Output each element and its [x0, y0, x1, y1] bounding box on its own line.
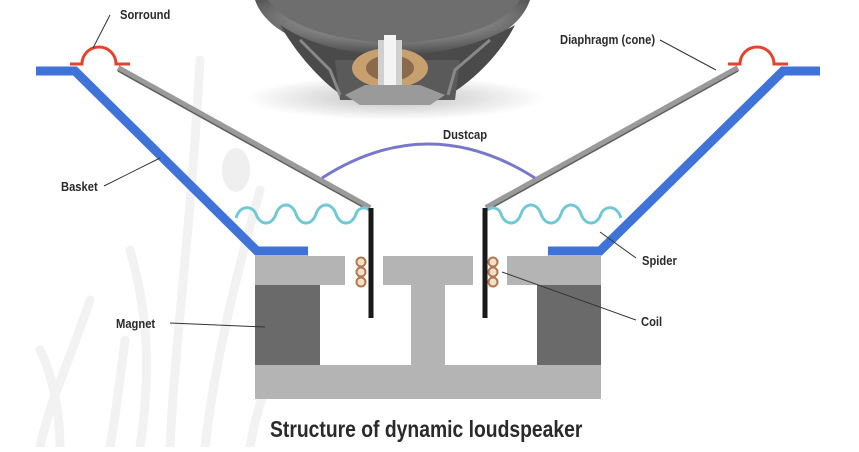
top-plate-left [255, 256, 345, 285]
spider [234, 203, 623, 225]
leader-lines [92, 14, 717, 328]
basket-label: Basket [61, 179, 98, 194]
dustcap [321, 142, 536, 180]
magnet-left [255, 285, 320, 365]
diaphragm-label: Diaphragm (cone) [560, 32, 656, 47]
coil-label: Coil [641, 314, 663, 329]
magnet-right [537, 285, 601, 365]
pole-cap [383, 256, 473, 285]
diaphragm-cone [116, 65, 740, 211]
background-bud [222, 148, 250, 192]
diagram-title: Structure of dynamic loudspeaker [270, 416, 583, 442]
top-plate-right [507, 256, 601, 285]
spider-label: Spider [642, 253, 677, 268]
surround [70, 45, 788, 66]
background-grass [35, 55, 275, 452]
dustcap-label: Dustcap [443, 127, 488, 142]
voice-coil-former [368, 208, 488, 318]
bottom-plate [255, 365, 601, 399]
loudspeaker-photo [245, 0, 545, 120]
surround-label: Sorround [120, 7, 171, 22]
pole-piece [411, 285, 445, 365]
basket [36, 66, 820, 256]
magnet-label: Magnet [116, 316, 156, 331]
magnet-assembly [255, 256, 601, 399]
coil-windings [355, 256, 499, 288]
